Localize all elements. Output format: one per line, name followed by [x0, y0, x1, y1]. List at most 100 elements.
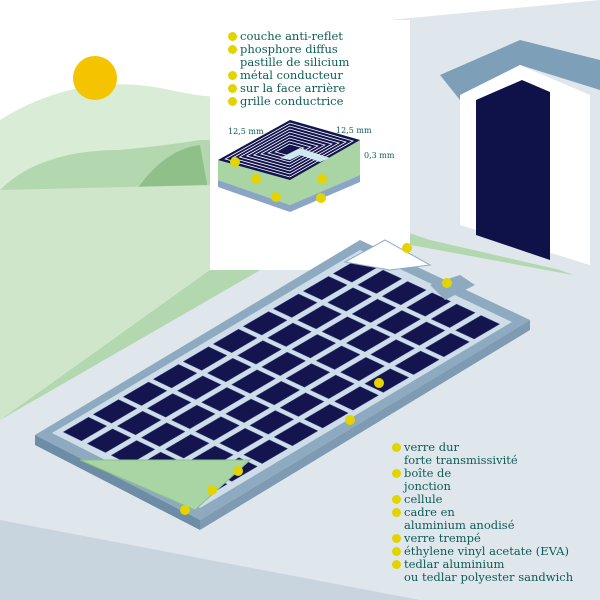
conductive-grid-line — [231, 125, 348, 175]
solar-cell — [297, 305, 343, 330]
solar-cell — [242, 311, 288, 336]
legend-item: pastille de silicium — [228, 56, 349, 69]
solar-cell — [237, 340, 282, 365]
legend-label: métal conducteur — [240, 68, 343, 82]
marker-dot-icon — [228, 97, 237, 106]
solar-cell — [273, 421, 319, 447]
legend-label: phosphore diffus — [240, 42, 338, 56]
solar-cell — [195, 416, 240, 441]
marker-dot-icon — [392, 560, 401, 569]
solar-cell — [170, 404, 216, 430]
legend-label: cadre en — [404, 505, 455, 519]
legend-item: éthylene vinyl acetate (EVA) — [392, 545, 573, 558]
legend-item: couche anti-reflet — [228, 30, 349, 43]
solar-cell — [92, 399, 138, 424]
solar-cell — [212, 328, 258, 353]
legend-label: éthylene vinyl acetate (EVA) — [404, 544, 569, 558]
legend-label: aluminium anodisé — [404, 518, 515, 532]
solar-cell — [249, 410, 295, 435]
solar-cell — [400, 321, 446, 346]
solar-cell — [339, 357, 385, 382]
solar-cell — [182, 346, 228, 371]
legend-label: forte transmissivité — [404, 453, 518, 467]
panel-cutaway — [79, 459, 252, 511]
marker-dot-icon — [228, 71, 237, 80]
solar-cell — [327, 287, 373, 312]
silicon-cell — [218, 120, 360, 180]
legend-item: cadre en — [392, 506, 573, 519]
legend-label: couche anti-reflet — [240, 29, 343, 43]
solar-cell — [376, 310, 421, 335]
conductor-tab — [280, 148, 330, 162]
solar-cell — [406, 292, 452, 317]
solar-cell — [206, 358, 252, 383]
marker-dot-icon — [392, 443, 401, 452]
solar-cell — [424, 332, 470, 358]
solar-cell — [62, 416, 108, 442]
solar-cell — [303, 404, 349, 429]
solar-cell — [285, 363, 331, 388]
conductive-grid-line — [252, 134, 326, 166]
solar-cell — [116, 410, 162, 436]
solar-cell — [370, 339, 416, 364]
solar-cell — [315, 345, 361, 370]
solar-cell — [122, 381, 168, 406]
legend-label: boîte de — [404, 466, 452, 480]
solar-cell — [140, 422, 186, 447]
solar-cell — [455, 315, 501, 340]
solar-cell — [394, 350, 440, 375]
solar-cell — [430, 303, 476, 328]
conductive-grid-line — [274, 143, 305, 157]
legend-item: jonction — [392, 480, 573, 493]
dim-depth: 12,5 mm — [336, 126, 372, 135]
conductive-grid-line — [245, 131, 333, 169]
solar-cell — [302, 276, 348, 301]
legend-item: cellule — [392, 493, 573, 506]
solar-cell — [309, 374, 355, 399]
legend-label: pastille de silicium — [240, 55, 350, 69]
legend-item: ou tedlar polyester sandwich — [392, 571, 573, 584]
marker-dot-icon — [228, 84, 237, 93]
house-window — [476, 80, 550, 260]
dim-width: 12,5 mm — [228, 127, 264, 136]
marker-dot-icon — [228, 32, 237, 41]
solar-cell — [351, 298, 397, 323]
solar-cell — [267, 322, 312, 347]
marker-dot-icon — [392, 534, 401, 543]
solar-cell — [164, 434, 210, 459]
solar-cell — [345, 327, 391, 353]
sun-icon — [73, 56, 117, 100]
legend-item: forte transmissivité — [392, 454, 573, 467]
solar-cell — [146, 393, 192, 418]
legend-label: tedlar aluminium — [404, 557, 505, 571]
solar-cell — [86, 428, 132, 453]
solar-cell — [176, 375, 222, 400]
solar-cell — [381, 281, 427, 306]
marker-dot-icon — [392, 495, 401, 504]
solar-cell — [279, 392, 325, 417]
dim-thickness: 0,3 mm — [364, 151, 395, 160]
field — [0, 185, 210, 420]
legend-item: métal conducteur — [228, 69, 349, 82]
legend-item: boîte de — [392, 467, 573, 480]
legend-item: tedlar aluminium — [392, 558, 573, 571]
conductive-grid-line — [259, 137, 319, 163]
solar-cell — [261, 351, 307, 376]
marker-dot-icon — [392, 547, 401, 556]
solar-cell — [321, 316, 367, 341]
legend-label: ou tedlar polyester sandwich — [404, 570, 574, 584]
solar-cell — [357, 269, 403, 294]
solar-cell — [219, 427, 264, 453]
junction-box — [343, 239, 432, 271]
conductive-grid-line — [238, 128, 340, 172]
legend-label: grille conductrice — [240, 94, 344, 108]
conductive-grid-line — [224, 122, 355, 178]
legend-label: sur la face arrière — [240, 81, 346, 95]
marker-dot-icon — [392, 508, 401, 517]
legend-item: grille conductrice — [228, 95, 349, 108]
solar-cell — [334, 386, 379, 411]
solar-cell — [272, 293, 318, 318]
